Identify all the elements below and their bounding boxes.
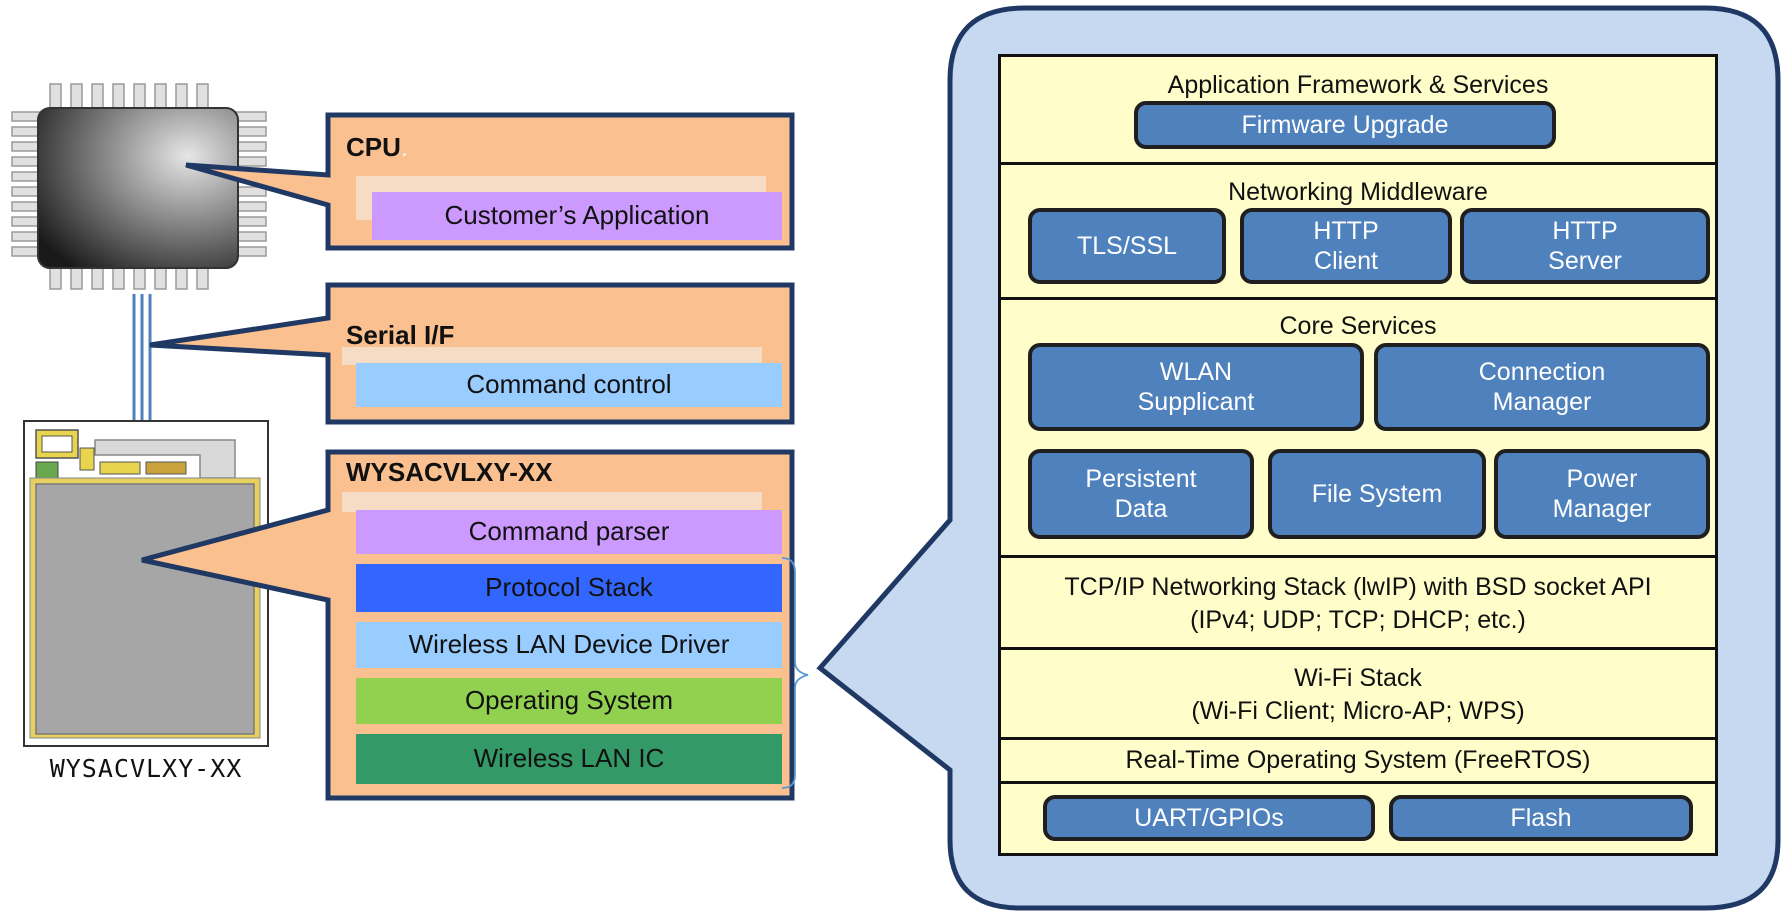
divider (998, 297, 1718, 300)
wlan-supplicant-block: WLAN Supplicant (1028, 343, 1364, 431)
rtos-title: Real-Time Operating System (FreeRTOS) (1125, 746, 1591, 774)
tcpip-stack-title: TCP/IP Networking Stack (lwIP) with BSD … (1064, 573, 1652, 634)
app-framework-title: Application Framework & Services (1167, 71, 1549, 99)
divider (998, 781, 1718, 784)
persistent-data-block: Persistent Data (1028, 449, 1254, 539)
wlan-device-driver-layer: Wireless LAN Device Driver (356, 622, 782, 668)
tls-ssl-block: TLS/SSL (1028, 208, 1226, 284)
command-control-layer: Command control (356, 363, 782, 407)
networking-middleware-title: Networking Middleware (1228, 178, 1488, 206)
divider (998, 555, 1718, 558)
http-server-block: HTTP Server (1460, 208, 1710, 284)
serial-wires (132, 294, 152, 420)
divider (998, 162, 1718, 165)
wifi-stack-title: Wi-Fi Stack (Wi-Fi Client; Micro-AP; WPS… (1191, 664, 1525, 725)
power-manager-block: Power Manager (1494, 449, 1710, 539)
wlan-module-board (23, 420, 269, 747)
uart-gpios-block: UART/GPIOs (1043, 795, 1375, 841)
serial-callout-title: Serial I/F (346, 320, 455, 350)
cpu-callout-title: CPU. (346, 132, 409, 162)
module-caption: WYSACVLXY-XX (49, 754, 243, 783)
wireless-lan-ic-layer: Wireless LAN IC (356, 734, 782, 784)
divider (998, 647, 1718, 650)
firmware-upgrade-block: Firmware Upgrade (1134, 101, 1556, 149)
layer-brace (781, 557, 809, 789)
http-client-block: HTTP Client (1240, 208, 1452, 284)
module-callout-title: WYSACVLXY-XX (346, 457, 553, 487)
command-parser-layer: Command parser (356, 510, 782, 554)
module-layer-shadow (342, 492, 762, 512)
divider (998, 737, 1718, 740)
customer-application-layer: Customer’s Application (372, 192, 782, 240)
serial-layer-shadow (342, 347, 762, 365)
cpu-chip (37, 107, 239, 269)
flash-block: Flash (1389, 795, 1693, 841)
file-system-block: File System (1268, 449, 1486, 539)
core-services-title: Core Services (1279, 312, 1437, 340)
operating-system-layer: Operating System (356, 678, 782, 724)
connection-manager-block: Connection Manager (1374, 343, 1710, 431)
protocol-stack-layer: Protocol Stack (356, 564, 782, 612)
